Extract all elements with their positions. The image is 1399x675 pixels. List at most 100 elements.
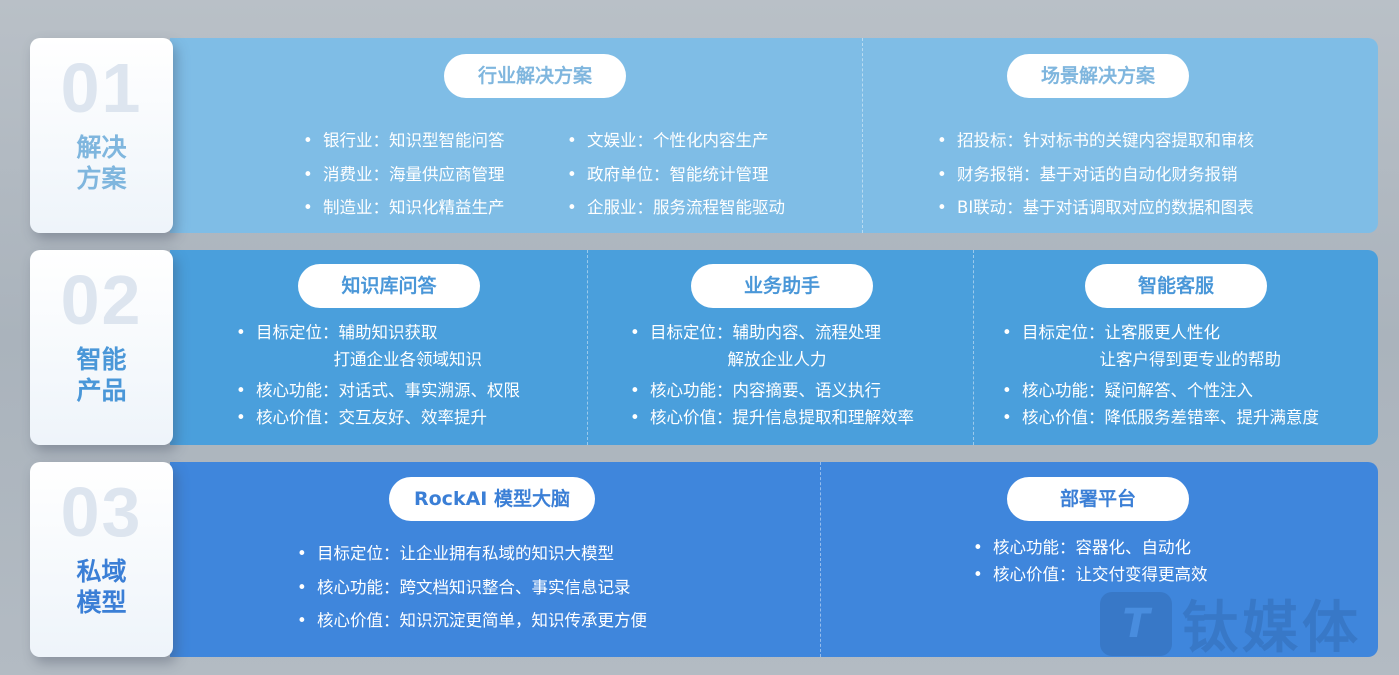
bullet-icon: • <box>297 611 307 630</box>
colon: ： <box>1088 323 1105 342</box>
colon: ： <box>372 131 390 150</box>
bullet-item: •核心价值：降低服务差错率、提升满意度 <box>1002 404 1319 428</box>
section-label-line: 方案 <box>76 164 127 193</box>
section-label: 解决方案 <box>30 132 173 194</box>
colon: ： <box>636 198 654 217</box>
section-panel-01: 行业解决方案场景解决方案•银行业：知识型智能问答•消费业：海量供应商管理•制造业… <box>170 38 1378 233</box>
category-pill: 业务助手 <box>691 264 873 308</box>
section-number: 03 <box>60 473 143 551</box>
bullet-icon: • <box>236 408 246 427</box>
bullet-item: •核心价值：知识沉淀更简单，知识传承更方便 <box>297 607 647 631</box>
bullet-item: •目标定位：让企业拥有私域的知识大模型 <box>297 540 614 564</box>
item-key: 核心功能 <box>1022 381 1088 400</box>
bullet-item: •核心价值：提升信息提取和理解效率 <box>630 404 914 428</box>
item-value-continued: 让客户得到更专业的帮助 <box>1099 350 1281 369</box>
item-value: 海量供应商管理 <box>389 165 505 184</box>
item-key: 核心价值 <box>993 565 1059 584</box>
item-key: 核心价值 <box>317 611 383 630</box>
bullet-item: •核心功能：内容摘要、语义执行 <box>630 377 881 401</box>
item-value-continued: 打通企业各领域知识 <box>333 350 482 369</box>
item-value: 提升信息提取和理解效率 <box>732 408 915 427</box>
colon: ： <box>1023 165 1040 184</box>
bullet-item: •政府单位：智能统计管理 <box>567 161 769 185</box>
colon: ： <box>1059 565 1076 584</box>
colon: ： <box>716 323 733 342</box>
section-panel-03: RockAI 模型大脑部署平台•目标定位：让企业拥有私域的知识大模型•核心功能：… <box>170 462 1378 657</box>
section-label-line: 产品 <box>76 376 127 405</box>
colon: ： <box>322 381 339 400</box>
bullet-icon: • <box>236 323 246 342</box>
bullet-item: •核心功能：容器化、自动化 <box>973 534 1191 558</box>
item-key: 文娱业 <box>587 131 637 150</box>
bullet-item: •核心价值：让交付变得更高效 <box>973 561 1208 585</box>
watermark-logo-icon: T <box>1100 591 1172 656</box>
category-pill: 智能客服 <box>1085 264 1267 308</box>
bullet-item: •文娱业：个性化内容生产 <box>567 127 769 151</box>
bullet-icon: • <box>236 381 246 400</box>
colon: ： <box>716 408 733 427</box>
item-key: 消费业 <box>323 165 373 184</box>
bullet-icon: • <box>1002 381 1012 400</box>
column-divider <box>820 462 821 657</box>
bullet-item: •目标定位：让客服更人性化• 目标定位：让客户得到更专业的帮助 <box>1002 319 1281 373</box>
colon: ： <box>1088 408 1105 427</box>
item-key: 制造业 <box>323 198 373 217</box>
item-key: 目标定位 <box>1022 323 1088 342</box>
section-label: 智能产品 <box>30 344 173 406</box>
bullet-icon: • <box>1002 408 1012 427</box>
section-label-line: 解决 <box>76 133 127 162</box>
category-pill: RockAI 模型大脑 <box>389 477 595 521</box>
item-key: 核心价值 <box>650 408 716 427</box>
section-label-line: 智能 <box>76 345 127 374</box>
item-value: 对话式、事实溯源、权限 <box>338 381 521 400</box>
item-key: 目标定位 <box>650 323 716 342</box>
bullet-item: •制造业：知识化精益生产 <box>303 194 505 218</box>
watermark: T 钛媒体 <box>1100 583 1362 664</box>
colon: ： <box>383 544 400 563</box>
column-divider <box>862 38 863 233</box>
colon: ： <box>322 323 339 342</box>
bullet-item: •企服业：服务流程智能驱动 <box>567 194 785 218</box>
item-key: BI联动 <box>957 198 1007 217</box>
bullet-icon: • <box>973 565 983 584</box>
column-divider <box>973 250 974 445</box>
section-label-line: 模型 <box>76 588 127 617</box>
category-pill: 场景解决方案 <box>1007 54 1189 98</box>
bullet-item: •核心功能：对话式、事实溯源、权限 <box>236 377 520 401</box>
bullet-icon: • <box>630 381 640 400</box>
bullet-item: •核心功能：跨文档知识整合、事实信息记录 <box>297 574 631 598</box>
bullet-icon: • <box>937 165 947 184</box>
item-key: 目标定位 <box>317 544 383 563</box>
item-key: 核心功能 <box>650 381 716 400</box>
item-key: 核心价值 <box>256 408 322 427</box>
item-key: 核心功能 <box>317 578 383 597</box>
item-key: 招投标 <box>957 131 1007 150</box>
colon: ： <box>372 198 390 217</box>
bullet-icon: • <box>297 544 307 563</box>
item-key: 核心价值 <box>1022 408 1088 427</box>
colon: ： <box>322 408 339 427</box>
colon: ： <box>716 381 733 400</box>
item-key: 政府单位 <box>587 165 653 184</box>
item-value: 服务流程智能驱动 <box>653 198 785 217</box>
bullet-icon: • <box>303 198 313 217</box>
bullet-item: • 核心价值：交互友好、效率提升 <box>236 404 487 428</box>
bullet-item: •目标定位：辅助知识获取• 目标定位：打通企业各领域知识 <box>236 319 482 373</box>
colon: ： <box>383 611 400 630</box>
bullet-icon: • <box>937 198 947 217</box>
bullet-item: •招投标：针对标书的关键内容提取和审核 <box>937 127 1254 151</box>
bullet-icon: • <box>937 131 947 150</box>
item-key: 银行业 <box>323 131 373 150</box>
item-key: 财务报销 <box>957 165 1023 184</box>
item-value: 智能统计管理 <box>669 165 769 184</box>
colon: ： <box>653 165 670 184</box>
item-value: 让客服更人性化 <box>1104 323 1221 342</box>
bullet-icon: • <box>567 198 577 217</box>
section-number: 01 <box>60 49 143 127</box>
colon: ： <box>383 578 400 597</box>
item-value: 交互友好、效率提升 <box>338 408 488 427</box>
